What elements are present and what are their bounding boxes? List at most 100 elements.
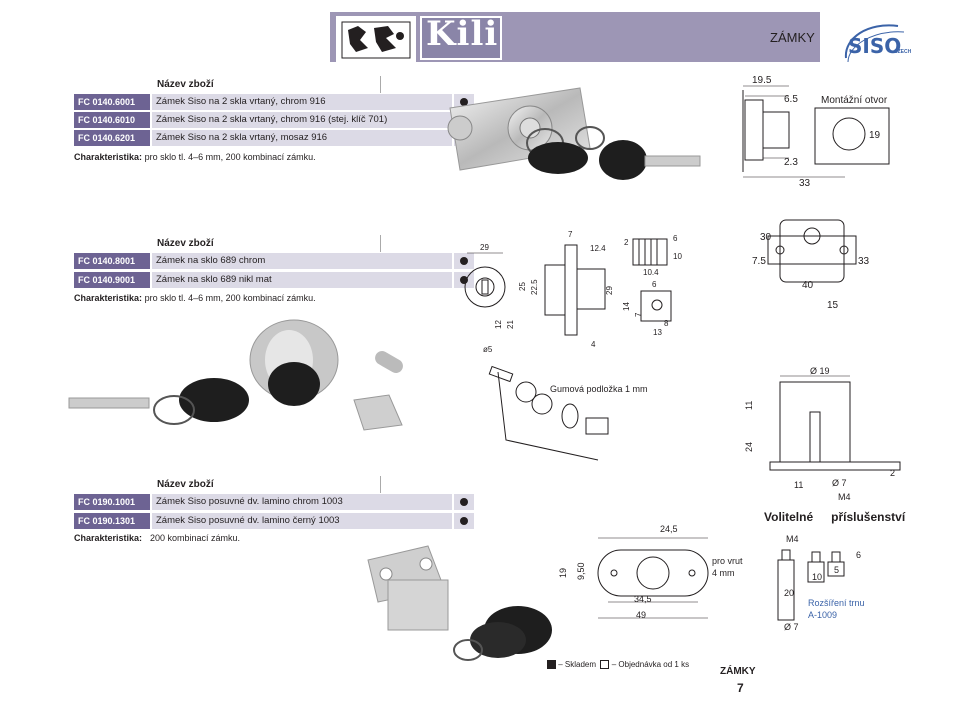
dim-label: 25 (518, 282, 527, 291)
table3-column-header: Název zboží (157, 479, 214, 490)
product-name: Zámek Siso posuvné dv. lamino černý 1003 (152, 513, 452, 529)
in-stock-icon (460, 498, 468, 506)
dim-label: 24,5 (660, 524, 678, 534)
characteristics: Charakteristika: pro sklo tl. 4–6 mm, 20… (74, 152, 316, 162)
dim-label: 6 (856, 550, 861, 560)
siso-logo: SISO (848, 34, 902, 58)
dim-label: 10 (812, 572, 822, 582)
footer-section: ZÁMKY (720, 666, 756, 677)
dim-label: 7 (568, 230, 573, 239)
product-name: Zámek Siso na 2 skla vrtaný, chrom 916 (152, 94, 452, 110)
dim-label: 9,50 (576, 562, 586, 580)
dim-label: 6 (673, 234, 678, 243)
characteristics-label: Charakteristika: (74, 293, 143, 303)
order-legend-text: – Objednávka od 1 ks (611, 660, 690, 669)
dim-label: 7.5 (752, 256, 766, 267)
product-name: Zámek Siso posuvné dv. lamino chrom 1003 (152, 494, 452, 510)
dim-label: 10 (673, 252, 682, 261)
dim-label: 49 (636, 610, 646, 620)
availability-cell (454, 494, 474, 510)
accessories-title: Volitelné příslušenství (764, 510, 905, 524)
accessories-title-1: Volitelné (764, 510, 814, 524)
technical-drawing-5: 24,5 19 9,50 34,5 49 pro vrut 4 mm (558, 524, 743, 620)
dim-label: 2.3 (784, 157, 798, 168)
mount-hole-label: Montážní otvor (821, 95, 888, 106)
dim-label: Ø 7 (784, 622, 799, 632)
dim-label: 34,5 (634, 594, 652, 604)
dim-label: ø5 (483, 345, 493, 354)
dim-label: 6.5 (784, 94, 798, 105)
divider (380, 235, 381, 252)
in-stock-icon (460, 257, 468, 265)
product-photo-sliding-lock (367, 545, 552, 661)
product-row: FC 0140.8001 Zámek na sklo 689 chrom (74, 253, 476, 269)
characteristics-text: pro sklo tl. 4–6 mm, 200 kombinací zámku… (144, 152, 316, 162)
dim-label: 15 (827, 300, 839, 311)
characteristics-text: 200 kombinací zámku. (150, 533, 241, 543)
technical-drawing-1: 19.5 6.5 2.3 33 Montážní otvor 19 (742, 75, 890, 189)
technical-drawing-3: 30 7.5 33 40 15 (752, 219, 870, 311)
dim-label: 21 (506, 320, 515, 329)
dim-label: 10.4 (643, 268, 659, 277)
divider (380, 76, 381, 93)
dim-label: 29 (605, 286, 614, 295)
dim-label: 33 (858, 256, 870, 267)
dim-label: 5 (834, 565, 839, 575)
brand-logo: Kili (426, 14, 499, 54)
dim-label: 4 (591, 340, 596, 349)
accessories-title-2: příslušenství (831, 510, 906, 524)
product-code: FC 0140.6010 (74, 112, 150, 128)
characteristics: Charakteristika: pro sklo tl. 4–6 mm, 20… (74, 293, 316, 303)
divider (380, 476, 381, 493)
dim-label: 2 (890, 468, 895, 478)
dim-label: 20 (784, 588, 794, 598)
product-code: FC 0140.6001 (74, 94, 150, 110)
accessories-drawing: M4 6 10 5 20 Ø 7 Rozšíření trnu A-1009 (777, 534, 865, 632)
siso-logo-swoosh (844, 24, 905, 63)
dim-label: 11 (744, 401, 754, 410)
product-photo-glass-lock (447, 87, 701, 180)
screw-label: pro vrut (712, 556, 743, 566)
product-row: FC 0190.1001 Zámek Siso posuvné dv. lami… (74, 494, 476, 510)
characteristics: Charakteristika: (74, 533, 142, 543)
dim-label: M4 (838, 492, 851, 502)
accessory-note: Rozšíření trnu (808, 598, 865, 608)
product-row: FC 0190.1301 Zámek Siso posuvné dv. lami… (74, 513, 476, 529)
section-title: ZÁMKY (770, 30, 815, 45)
product-code: FC 0140.8001 (74, 253, 150, 269)
exploded-view-drawing: Gumová podložka 1 mm (488, 365, 648, 461)
dim-label: 19 (869, 130, 881, 141)
product-row: FC 0140.6201 Zámek Siso na 2 skla vrtaný… (74, 130, 476, 146)
in-stock-icon (460, 98, 468, 106)
in-stock-legend-text: – Skladem (558, 660, 597, 669)
characteristics-label: Charakteristika: (74, 533, 143, 543)
brand-logo-box (420, 16, 502, 60)
dim-label: 19 (558, 568, 568, 578)
dim-label: 7 (634, 312, 643, 317)
product-name: Zámek na sklo 689 nikl mat (152, 272, 452, 288)
order-legend-icon (600, 660, 610, 670)
dim-label: 30 (760, 232, 772, 243)
availability-legend: – Skladem – Objednávka od 1 ks (547, 660, 690, 670)
availability-cell (454, 253, 474, 269)
technical-drawing-4: Ø 19 11 24 2 11 Ø 7 M4 (744, 366, 901, 502)
product-row: FC 0140.6001 Zámek Siso na 2 skla vrtaný… (74, 94, 476, 110)
brand-emblem (336, 16, 416, 64)
screw-label: 4 mm (712, 568, 735, 578)
product-name: Zámek na sklo 689 chrom (152, 253, 452, 269)
gasket-label: Gumová podložka 1 mm (550, 384, 648, 394)
dim-label: 19.5 (752, 75, 772, 86)
product-row: FC 0140.9001 Zámek na sklo 689 nikl mat (74, 272, 476, 288)
dim-label: M4 (786, 534, 799, 544)
dim-label: 22.5 (530, 279, 539, 295)
dim-label: 12.4 (590, 244, 606, 253)
dim-label: 8 (664, 319, 669, 328)
dim-label: 40 (802, 280, 814, 291)
dim-label: 29 (480, 243, 489, 252)
product-code: FC 0140.6201 (74, 130, 150, 146)
dim-label: Ø 19 (810, 366, 830, 376)
characteristics-label: Charakteristika: (74, 152, 143, 162)
dim-label: 11 (794, 480, 803, 490)
product-photo-glass-lock-689 (68, 319, 403, 431)
table2-column-header: Název zboží (157, 238, 214, 249)
